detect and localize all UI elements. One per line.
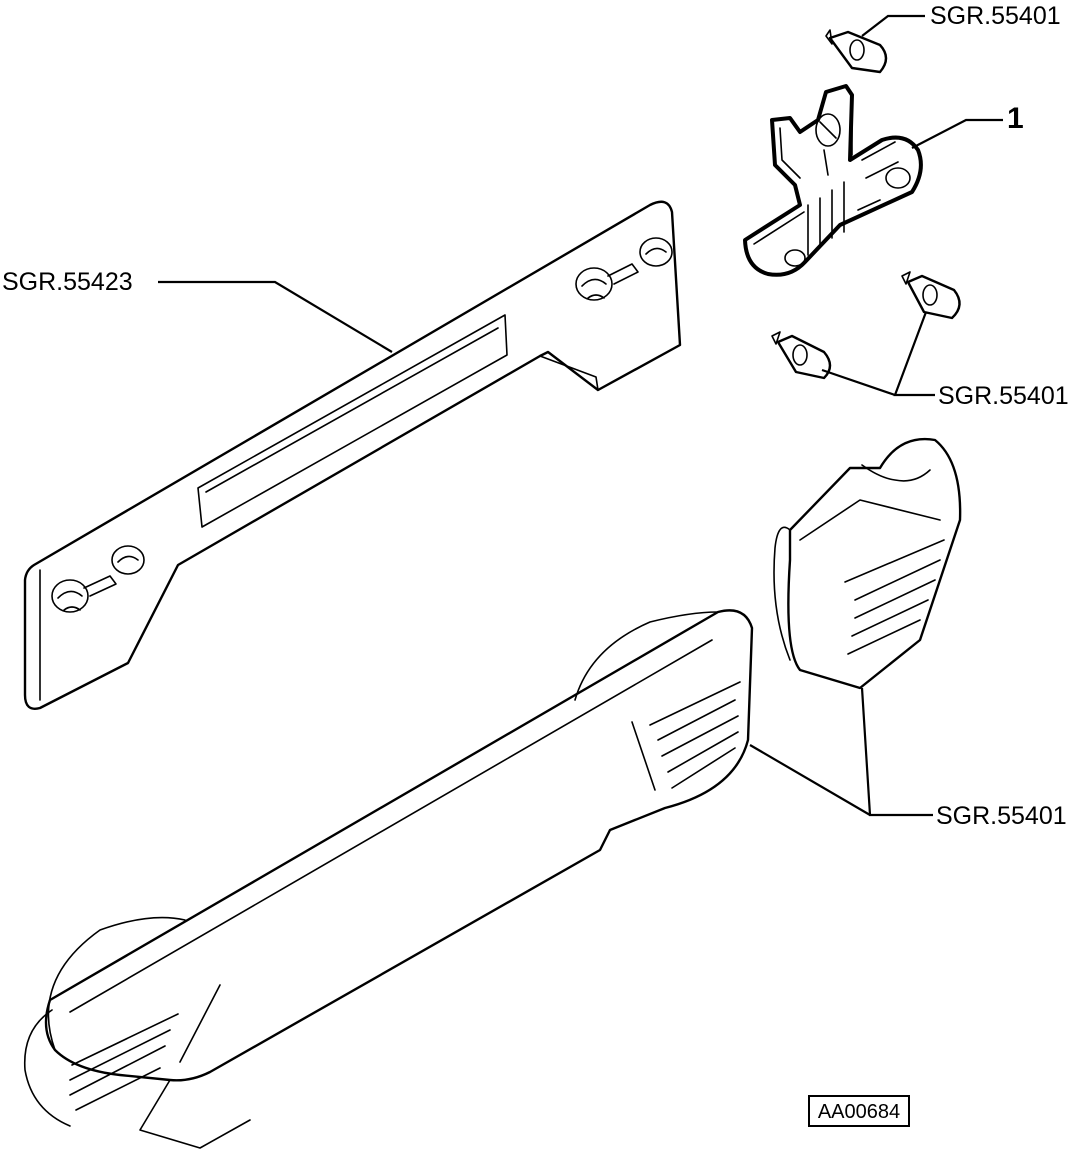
callout-bulb-top: SGR.55401 — [930, 2, 1061, 30]
bulb-mid-lower — [771, 331, 832, 380]
mounting-clip-left — [51, 545, 145, 613]
callout-part-1: 1 — [1007, 102, 1024, 135]
callout-lenses: SGR.55401 — [936, 802, 1067, 830]
side-lens — [773, 437, 962, 690]
callout-plate: SGR.55423 — [2, 268, 133, 296]
callout-bulbs-mid: SGR.55401 — [938, 382, 1069, 410]
license-plate-bracket — [23, 200, 682, 710]
long-lens — [23, 609, 754, 1149]
leader-lenses — [749, 687, 933, 817]
leader-part-1 — [911, 118, 1003, 149]
leader-lines — [158, 14, 1003, 817]
bulb-top — [825, 29, 888, 74]
reference-code-box: AA00684 — [808, 1095, 910, 1127]
leader-plate — [158, 280, 393, 353]
leader-bulbs-mid — [821, 311, 935, 397]
reference-code: AA00684 — [818, 1101, 900, 1123]
bulb-mid-upper — [901, 271, 961, 320]
bulb-holder — [743, 84, 923, 277]
leader-bulb-top — [861, 14, 925, 37]
mounting-clip-right — [575, 237, 673, 301]
